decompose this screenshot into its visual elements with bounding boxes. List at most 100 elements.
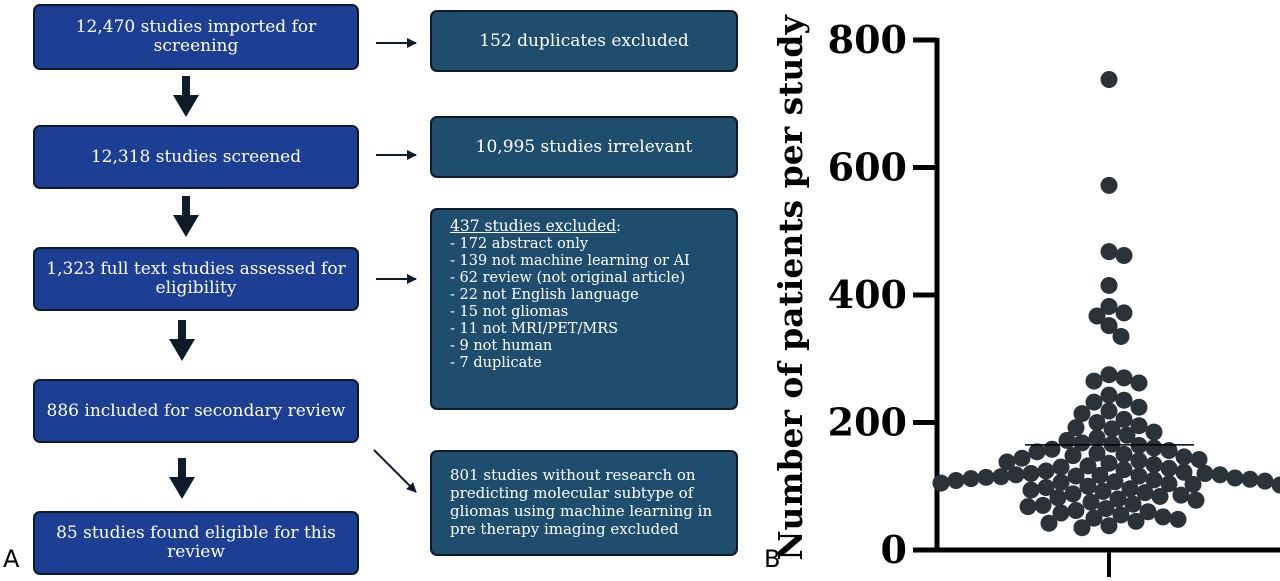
data-point [1064, 447, 1082, 465]
data-point [1073, 405, 1091, 423]
data-point [1079, 477, 1097, 495]
data-point [1139, 503, 1157, 521]
data-point [1106, 473, 1124, 491]
data-point [1100, 402, 1118, 420]
data-point [1037, 462, 1055, 480]
data-point [1145, 456, 1163, 474]
excluded-item: - 15 not gliomas [450, 304, 569, 320]
data-point [1145, 423, 1163, 441]
data-point [1085, 509, 1103, 527]
data-point [1007, 466, 1025, 484]
data-point [1088, 429, 1106, 447]
data-point [1022, 465, 1040, 482]
excluded-item: - 172 abstract only [450, 236, 589, 252]
data-point [1118, 426, 1136, 444]
data-point [1067, 501, 1085, 519]
flow-box-secondary-review: 886 included for secondary review [33, 379, 359, 443]
y-axis-title: Number of patients per study [771, 15, 810, 561]
data-point [1100, 366, 1118, 384]
data-point [1175, 448, 1193, 466]
excluded-header-colon: : [616, 219, 622, 235]
data-point [1052, 504, 1070, 522]
data-point [1028, 443, 1046, 461]
data-point [1052, 458, 1070, 476]
panel-a-label: A [3, 545, 20, 573]
data-point [1088, 307, 1106, 325]
data-point [1115, 461, 1133, 479]
data-point [1169, 510, 1187, 528]
y-tick-label: 600 [828, 145, 907, 190]
data-point [1085, 372, 1103, 390]
data-point [932, 474, 950, 492]
flow-box-eligible-text: 85 studies found eligible for this revie… [56, 523, 336, 562]
data-point [1145, 439, 1163, 457]
data-point [1184, 475, 1202, 493]
data-point [1175, 463, 1193, 481]
data-point [977, 468, 995, 486]
data-point [1067, 467, 1085, 485]
y-tick-label: 0 [881, 527, 907, 572]
data-point [1241, 470, 1259, 488]
data-point [1100, 276, 1118, 294]
data-point [1190, 450, 1208, 468]
data-point [1151, 487, 1169, 505]
data-point [1103, 420, 1121, 438]
flow-box-full-text-text: 1,323 full text studies assessed for eli… [46, 259, 346, 298]
data-point [1160, 475, 1178, 493]
data-point [1130, 398, 1148, 416]
data-point [1100, 454, 1118, 472]
side-box-without-research-text: 801 studies without research on predicti… [450, 466, 713, 538]
data-point [1115, 410, 1133, 428]
excluded-item: - 139 not machine learning or AI [450, 253, 690, 269]
data-point [1040, 514, 1058, 532]
side-box-irrelevant: 10,995 studies irrelevant [430, 116, 738, 178]
data-point [1136, 484, 1154, 502]
data-point [1115, 246, 1133, 264]
y-tick-label: 800 [828, 17, 907, 62]
side-box-without-research: 801 studies without research on predicti… [430, 450, 738, 556]
data-point [1130, 467, 1148, 485]
data-point [1130, 374, 1148, 392]
data-point [1112, 327, 1130, 345]
data-point [947, 472, 965, 490]
data-point [1058, 431, 1076, 449]
data-point [1022, 481, 1040, 499]
data-point [1160, 459, 1178, 477]
data-point [1211, 466, 1229, 484]
flow-box-imported: 12,470 studies imported for screening [33, 4, 359, 70]
data-point [1100, 317, 1118, 335]
y-tick-label: 400 [828, 272, 907, 317]
data-point [1082, 493, 1100, 511]
data-point [962, 470, 980, 488]
data-point [1100, 176, 1118, 194]
data-point [1034, 496, 1052, 514]
data-point [1187, 491, 1205, 509]
data-point [1079, 457, 1097, 475]
data-point [1271, 476, 1280, 494]
data-point [998, 453, 1016, 471]
excluded-item: - 22 not English language [450, 287, 639, 303]
data-point [1100, 517, 1118, 535]
data-point [1127, 512, 1145, 530]
excluded-item: - 11 not MRI/PET/MRS [450, 321, 619, 337]
data-point [1100, 243, 1118, 261]
excluded-item: - 62 review (not original article) [450, 270, 686, 286]
data-point [1100, 297, 1118, 315]
data-point [1172, 486, 1190, 504]
side-box-duplicates: 152 duplicates excluded [430, 10, 738, 72]
data-point [1112, 506, 1130, 524]
data-point [1115, 369, 1133, 387]
data-point [992, 468, 1010, 486]
down-arrow-4 [169, 458, 195, 499]
excluded-header-text: 437 studies excluded [450, 217, 617, 235]
side-box-duplicates-text: 152 duplicates excluded [479, 31, 689, 51]
data-point [1052, 473, 1070, 491]
data-point [1145, 471, 1163, 489]
side-arrow-4 [373, 449, 417, 493]
data-point [1067, 419, 1085, 437]
data-point [1130, 452, 1148, 470]
data-point [1085, 393, 1103, 411]
data-point [1121, 480, 1139, 498]
